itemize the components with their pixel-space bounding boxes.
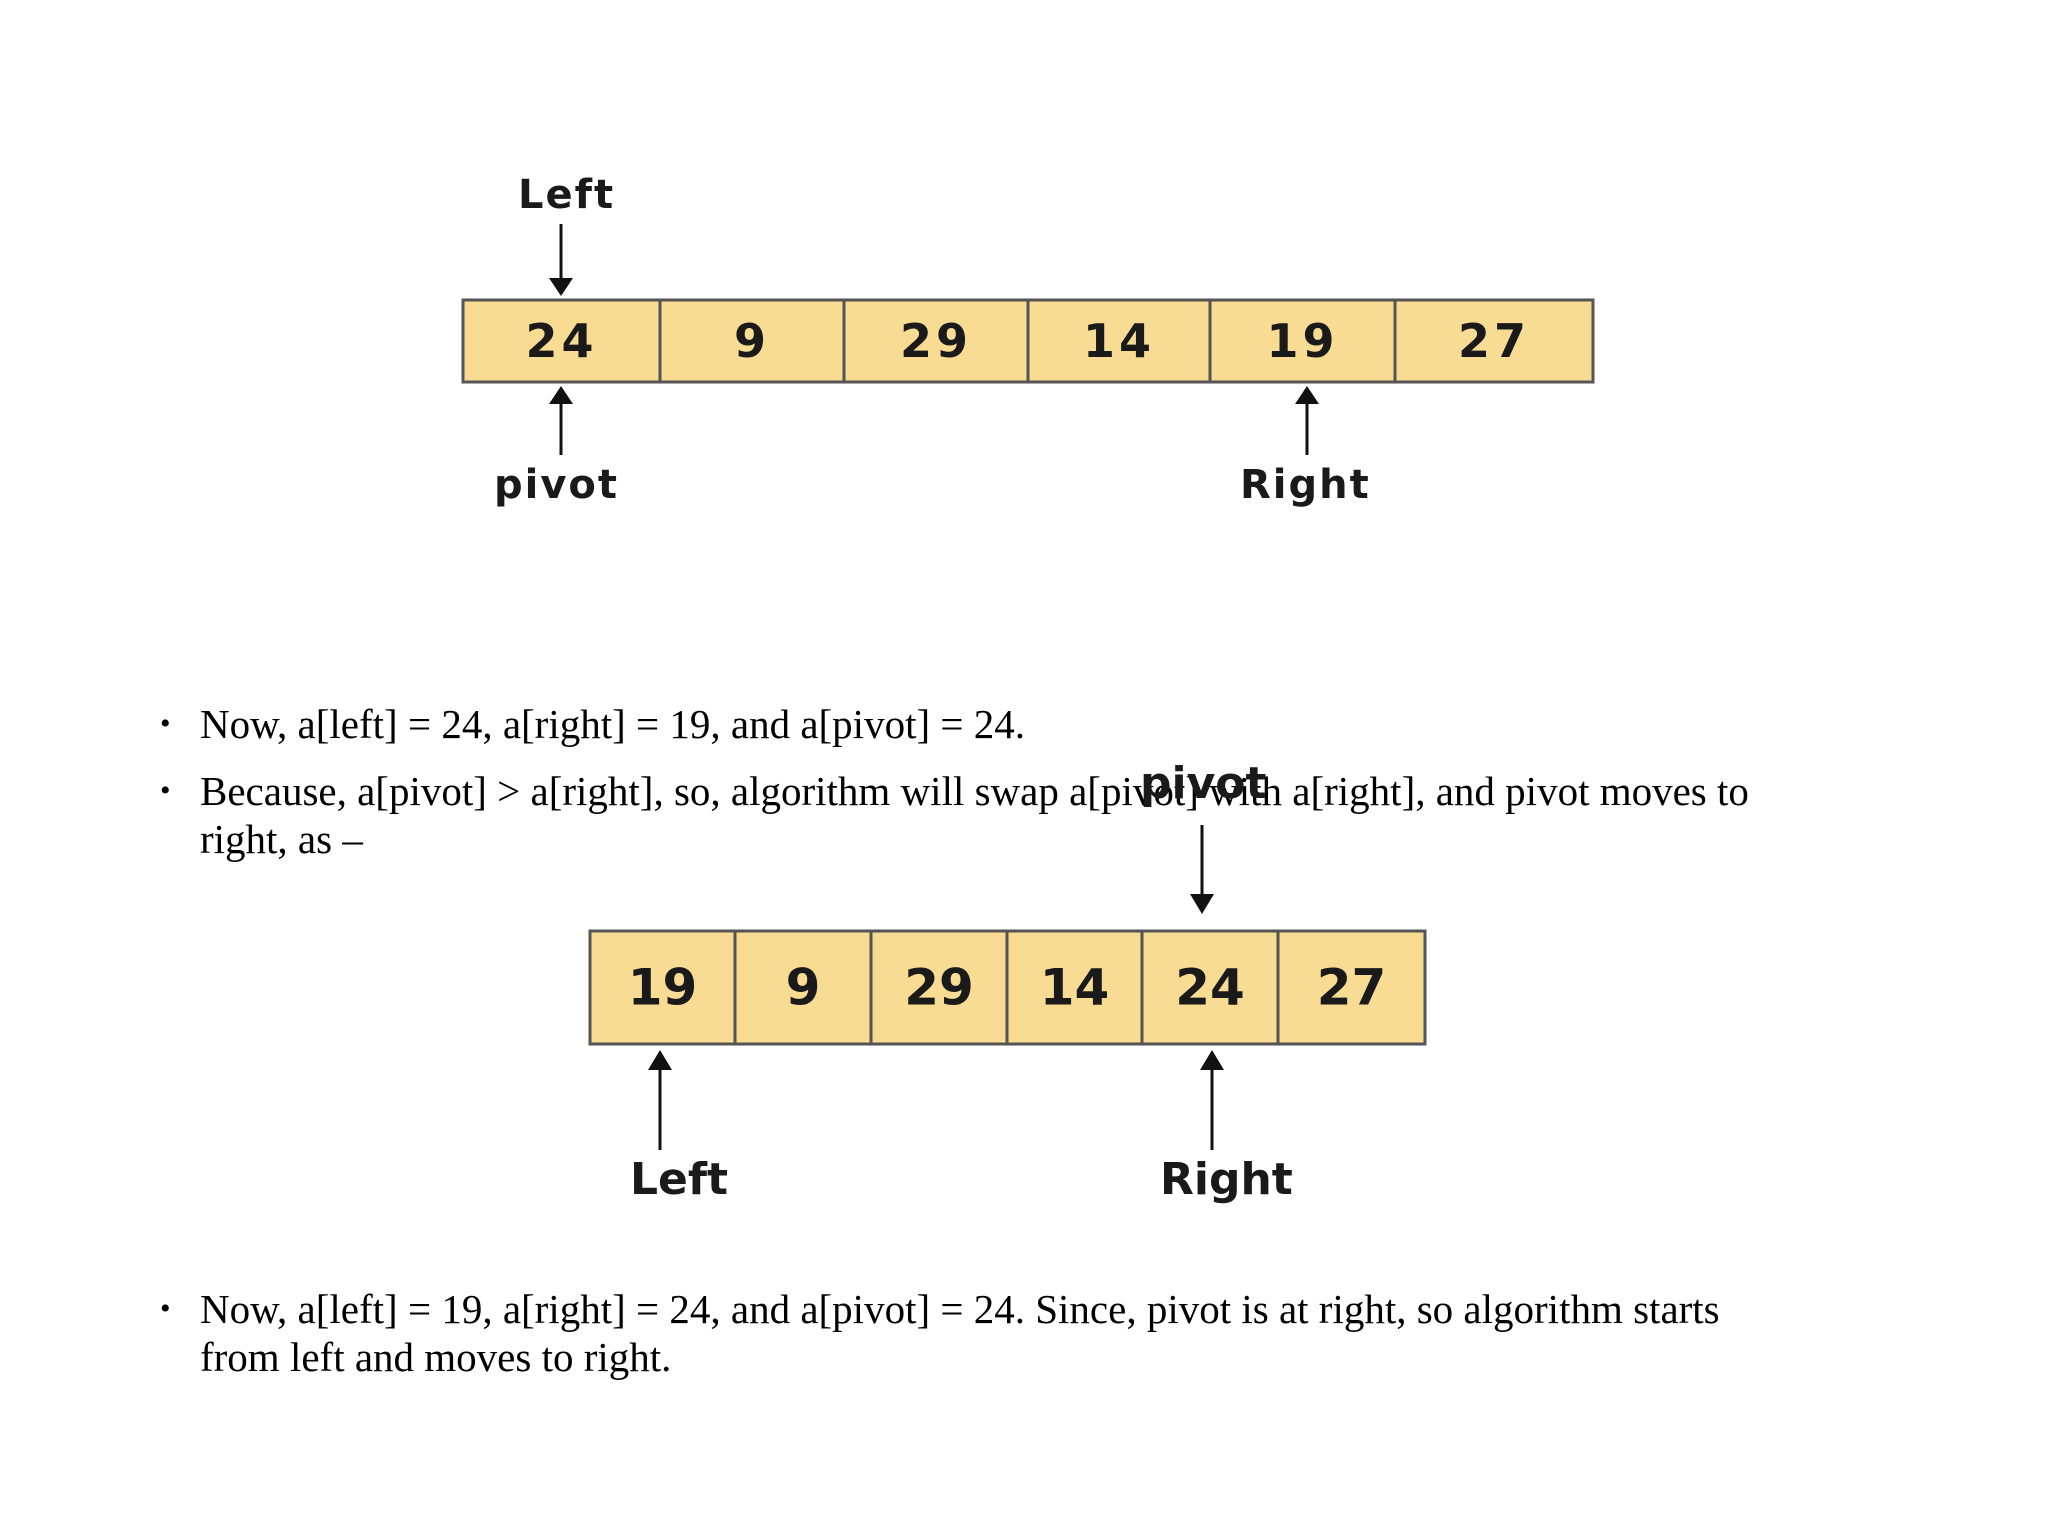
array-1-cell-value-5: 27 [1458,314,1530,368]
bullet-dot-icon: • [160,774,171,807]
array-1-cell-3 [1026,298,1212,384]
pivot-up-arrow-icon [549,386,573,455]
pivot-label: pivot [1140,758,1267,809]
array-1-cell-value-4: 19 [1266,314,1338,368]
left-label: Left [518,172,616,218]
bullet-text-line-2: right, as – [200,816,363,862]
array-2-cell-value-3: 14 [1040,959,1110,1017]
right-up-arrow-icon [1200,1050,1224,1150]
array-1-cell-4 [1208,298,1397,384]
array-2-cell-4 [1140,929,1280,1046]
array-1-cell-5 [1393,298,1595,384]
bullet-text-line-1: Because, a[pivot] > a[right], so, algori… [200,768,1749,814]
bullet-dot-icon: • [160,707,171,740]
left-up-arrow-icon [648,1050,672,1150]
array-2-cell-value-2: 29 [904,959,974,1017]
right-label: Right [1240,462,1371,508]
array-2-cell-value-1: 9 [786,959,821,1017]
pivot-down-arrow-icon [1190,825,1214,914]
array-2-cell-3 [1005,929,1144,1046]
array-1-svg: 24 9 29 14 19 27 [461,224,1595,455]
right-label: Right [1160,1154,1293,1205]
left-down-arrow-icon [549,224,573,296]
array-2-cell-0 [588,929,737,1046]
array-2-cell-1 [733,929,873,1046]
array-1-cell-value-3: 14 [1083,314,1155,368]
pivot-label: pivot [494,462,620,508]
array-2-cell-value-4: 24 [1175,959,1245,1017]
array-2-cell-2 [869,929,1009,1046]
array-1-cell-value-2: 29 [900,314,972,368]
array-2-cell-5 [1276,929,1427,1046]
array-1-cell-1 [658,298,846,384]
bullet-text: Now, a[left] = 24, a[right] = 19, and a[… [200,701,1025,747]
bullet-text-line-2: from left and moves to right. [200,1334,672,1380]
bullet-text-line-1: Now, a[left] = 19, a[right] = 24, and a[… [200,1286,1720,1332]
bullet-dot-icon: • [160,1292,171,1325]
array-1-cell-value-0: 24 [525,314,597,368]
array-2-cell-value-0: 19 [628,959,698,1017]
array-2-cell-value-5: 27 [1317,959,1387,1017]
left-label: Left [630,1154,729,1205]
right-up-arrow-icon [1295,386,1319,455]
array-1-cell-0 [461,298,662,384]
array-2-svg: 19 9 29 14 24 27 [588,825,1427,1150]
array-1-cell-value-1: 9 [734,314,770,368]
